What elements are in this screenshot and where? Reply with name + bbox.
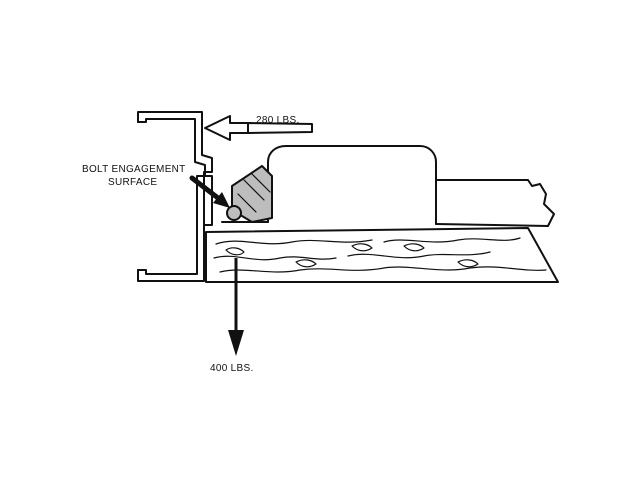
door-frame-channel xyxy=(137,111,213,282)
wood-door-slab xyxy=(205,227,559,283)
vertical-force-arrow xyxy=(228,258,244,356)
engagement-pointer-arrow xyxy=(189,175,230,208)
latch-bolt xyxy=(221,165,273,223)
horizontal-force-label: 280 LBS. xyxy=(256,115,300,126)
bolt-engagement-label-line2: SURFACE xyxy=(108,177,157,188)
horizontal-force-arrow xyxy=(204,115,313,141)
bolt-engagement-label: BOLT ENGAGEMENT xyxy=(82,164,186,175)
lock-housing xyxy=(267,145,555,227)
vertical-force-label: 400 LBS. xyxy=(210,363,254,374)
